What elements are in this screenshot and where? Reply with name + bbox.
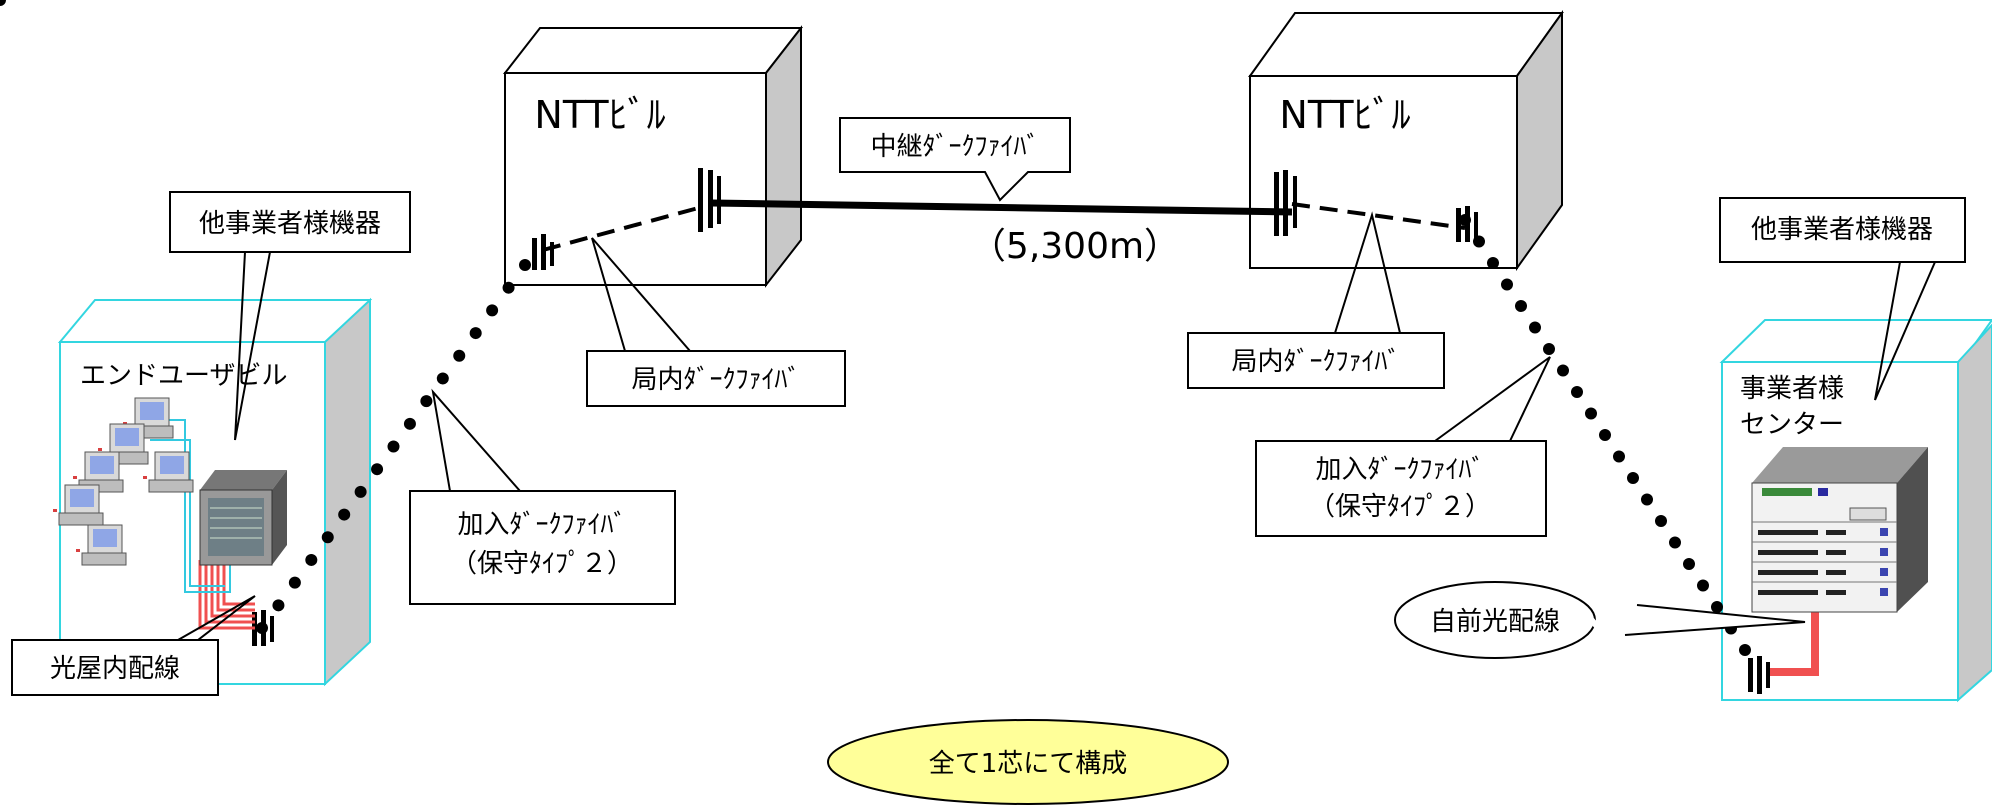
fiber-dot bbox=[1641, 493, 1653, 506]
fiber-dot bbox=[371, 463, 384, 476]
fiber-dot bbox=[1515, 300, 1527, 312]
fiber-dot bbox=[469, 327, 482, 340]
carrier-center-label-line1: 事業者様 bbox=[1740, 374, 1844, 404]
fiber-dot bbox=[321, 531, 334, 544]
end-user-pc-group bbox=[53, 397, 194, 566]
own-optical-wiring-line bbox=[1770, 612, 1819, 676]
fiber-dot bbox=[1459, 214, 1471, 226]
fiber-dot bbox=[0, 0, 6, 6]
subscriber-fiber-right-label-line2: （保守ﾀｲﾌﾟ２） bbox=[1309, 492, 1491, 522]
pc-icon bbox=[73, 451, 124, 493]
fiber-dot bbox=[354, 485, 367, 498]
note-single-core: 全て1芯にて構成 bbox=[827, 719, 1229, 805]
callout-other-carrier-equipment-left: 他事業者様機器 bbox=[169, 191, 411, 441]
carrier-center-label-line2: センター bbox=[1740, 410, 1844, 440]
trunk-fiber-label: 中継ﾀﾞｰｸﾌｧｲﾊﾞ bbox=[870, 132, 1039, 162]
fiber-dot bbox=[486, 304, 499, 317]
fiber-dot bbox=[420, 395, 433, 408]
fiber-dot bbox=[338, 508, 351, 521]
indoor-optical-wiring-label: 光屋内配線 bbox=[50, 654, 180, 684]
fiber-dot bbox=[1487, 257, 1499, 269]
other-carrier-equipment-right-device bbox=[1751, 447, 1928, 613]
connector-right-trunk bbox=[1274, 170, 1297, 236]
fiber-dot bbox=[403, 417, 416, 430]
callout-office-fiber-right: 局内ﾀﾞｰｸﾌｧｲﾊﾞ bbox=[1187, 211, 1445, 389]
fiber-dot bbox=[305, 553, 318, 566]
other-carrier-equipment-left-label: 他事業者様機器 bbox=[199, 209, 381, 239]
connector-carrier-center bbox=[1748, 656, 1770, 694]
other-carrier-equipment-left-device bbox=[199, 470, 287, 566]
trunk-fiber-line bbox=[711, 199, 1293, 216]
fiber-dot bbox=[1585, 407, 1597, 420]
fiber-dot bbox=[256, 622, 268, 634]
fiber-dot bbox=[1669, 536, 1681, 549]
fiber-dot bbox=[1529, 321, 1541, 334]
subscriber-fiber-dots-left bbox=[0, 0, 531, 634]
fiber-dot bbox=[1557, 364, 1569, 377]
ntt-building-right-label: NTTﾋﾞﾙ bbox=[1279, 93, 1410, 137]
other-carrier-equipment-right-label: 他事業者様機器 bbox=[1751, 215, 1933, 245]
callout-subscriber-fiber-left: 加入ﾀﾞｰｸﾌｧｲﾊﾞ （保守ﾀｲﾌﾟ２） bbox=[409, 388, 676, 605]
fiber-dot bbox=[1655, 515, 1667, 527]
lan-wiring bbox=[150, 419, 231, 593]
callout-own-optical-wiring: 自前光配線 bbox=[1394, 581, 1806, 659]
fiber-dot bbox=[288, 576, 301, 589]
subscriber-fiber-left-label-line2: （保守ﾀｲﾌﾟ２） bbox=[451, 549, 633, 579]
fiber-dot bbox=[1613, 450, 1625, 463]
rack-ports bbox=[1758, 528, 1888, 596]
fiber-dot bbox=[1571, 386, 1583, 398]
office-fiber-left-label: 局内ﾀﾞｰｸﾌｧｲﾊﾞ bbox=[631, 365, 800, 395]
fiber-dot bbox=[1473, 235, 1485, 248]
pc-icon bbox=[76, 524, 127, 566]
end-user-building-label: エンドユーザビル bbox=[80, 361, 287, 391]
fiber-dot bbox=[519, 259, 531, 271]
trunk-distance-label: （5,300m） bbox=[970, 226, 1180, 267]
subscriber-fiber-left-label-line1: 加入ﾀﾞｰｸﾌｧｲﾊﾞ bbox=[457, 510, 626, 540]
fiber-dot bbox=[1683, 558, 1695, 570]
fiber-dot bbox=[1501, 278, 1513, 291]
fiber-dot bbox=[1711, 601, 1723, 613]
callout-subscriber-fiber-right: 加入ﾀﾞｰｸﾌｧｲﾊﾞ （保守ﾀｲﾌﾟ２） bbox=[1255, 356, 1551, 537]
ntt-building-right: NTTﾋﾞﾙ bbox=[1248, 9, 1564, 272]
connector-left-office bbox=[532, 234, 554, 270]
note-single-core-label: 全て1芯にて構成 bbox=[929, 749, 1128, 779]
callout-office-fiber-left: 局内ﾀﾞｰｸﾌｧｲﾊﾞ bbox=[586, 237, 846, 407]
own-optical-wiring-label: 自前光配線 bbox=[1430, 607, 1560, 637]
callout-indoor-optical-wiring: 光屋内配線 bbox=[11, 595, 256, 696]
fiber-dot bbox=[272, 599, 285, 612]
callout-other-carrier-equipment-right: 他事業者様機器 bbox=[1719, 197, 1966, 401]
fiber-dot bbox=[502, 281, 515, 294]
subscriber-fiber-right-label-line1: 加入ﾀﾞｰｸﾌｧｲﾊﾞ bbox=[1315, 455, 1484, 485]
fiber-dot bbox=[1543, 343, 1555, 355]
fiber-dot bbox=[1627, 472, 1639, 484]
pc-icon bbox=[53, 484, 104, 526]
fiber-dot bbox=[436, 372, 449, 385]
fiber-dot bbox=[453, 349, 466, 362]
ntt-building-left-label: NTTﾋﾞﾙ bbox=[534, 93, 665, 137]
subscriber-fiber-dots-right bbox=[1459, 214, 1751, 656]
fiber-dot bbox=[1599, 429, 1611, 441]
fiber-dot bbox=[387, 440, 400, 453]
fiber-dot bbox=[1739, 644, 1751, 656]
office-fiber-right-label: 局内ﾀﾞｰｸﾌｧｲﾊﾞ bbox=[1231, 347, 1400, 377]
callout-trunk-fiber: 中継ﾀﾞｰｸﾌｧｲﾊﾞ bbox=[839, 117, 1071, 202]
connector-left-trunk bbox=[698, 168, 721, 232]
fiber-dot bbox=[1697, 579, 1709, 592]
pc-icon bbox=[143, 451, 194, 493]
office-fiber-line-right bbox=[1291, 202, 1466, 230]
